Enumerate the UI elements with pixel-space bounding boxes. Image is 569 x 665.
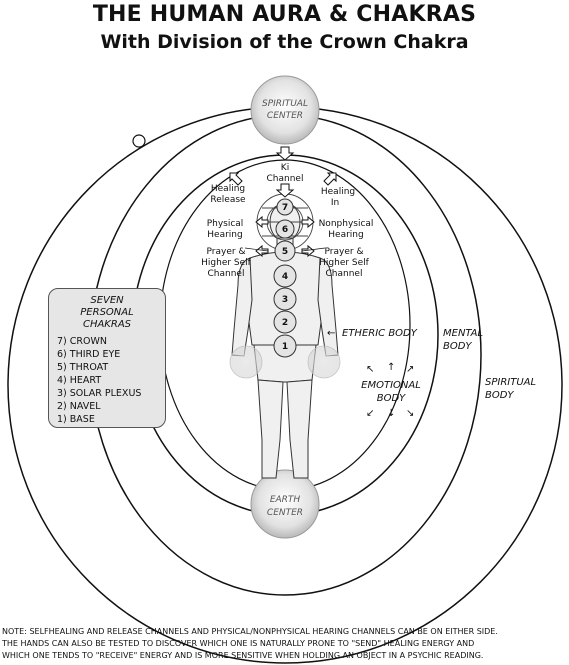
legend-item: 4) HEART — [57, 375, 102, 386]
physical-hearing-label-1: Physical — [207, 219, 244, 229]
footnote-line-3: WHICH ONE TENDS TO "RECEIVE" ENERGY AND … — [2, 651, 484, 660]
legend-title-line-1: SEVEN — [90, 295, 124, 306]
chakra-number-2: 2 — [282, 318, 288, 328]
mental-body-label-1: MENTAL — [443, 328, 483, 339]
emotional-body-label-1: EMOTIONAL — [361, 380, 421, 391]
prayer-right-label-3: Channel — [326, 269, 363, 279]
ki-channel-arrows — [275, 146, 295, 198]
prayer-left-label-3: Channel — [208, 269, 245, 279]
chakra-number-6: 6 — [282, 225, 288, 235]
prayer-right-arrow-icon — [301, 244, 315, 258]
svg-text:↓: ↓ — [387, 408, 395, 419]
channel-pointer-lines — [244, 247, 326, 252]
prayer-right-label-1: Prayer & — [325, 247, 364, 257]
etheric-arrow-icon: ← — [327, 328, 335, 339]
healing-in-label-1: Healing — [321, 187, 355, 197]
spiritual-center-label-1: SPIRITUAL — [262, 99, 308, 109]
prayer-left-label-2: Higher Self — [201, 258, 252, 268]
healing-in-label-2: In — [331, 198, 339, 208]
ki-channel-label-1: Ki — [281, 163, 289, 173]
spiritual-body-label-1: SPIRITUAL — [485, 377, 536, 388]
svg-text:↘: ↘ — [406, 408, 414, 419]
ki-channel-label-2: Channel — [267, 174, 304, 184]
earth-center-label-2: CENTER — [267, 508, 303, 518]
chakra-number-7: 7 — [282, 203, 288, 213]
svg-text:↙: ↙ — [366, 408, 374, 419]
legend-item: 2) NAVEL — [57, 401, 101, 412]
nonphysical-hearing-label-2: Hearing — [328, 230, 363, 240]
earth-center-label-1: EARTH — [270, 495, 301, 505]
right-hand-glow — [307, 345, 341, 379]
page-subtitle: With Division of the Crown Chakra — [100, 31, 469, 53]
legend-item: 3) SOLAR PLEXUS — [57, 388, 142, 399]
page-title: THE HUMAN AURA & CHAKRAS — [92, 2, 477, 27]
legend-item: 7) CROWN — [57, 336, 107, 347]
footnote: NOTE: SELFHEALING AND RELEASE CHANNELS A… — [2, 626, 569, 662]
earth-center-sphere — [250, 469, 320, 539]
spiritual-center-sphere — [250, 75, 320, 145]
legend-title-line-2: PERSONAL CHAKRAS — [80, 307, 134, 330]
footnote-line-2: THE HANDS CAN ALSO BE TESTED TO DISCOVER… — [2, 639, 475, 648]
svg-text:↖: ↖ — [366, 364, 374, 375]
physical-hearing-label-2: Hearing — [207, 230, 242, 240]
chakra-number-3: 3 — [282, 295, 288, 305]
svg-text:↑: ↑ — [387, 362, 395, 373]
svg-text:↗: ↗ — [406, 364, 414, 375]
nonphysical-hearing-label-1: Nonphysical — [319, 219, 374, 229]
legend-item: 1) BASE — [57, 414, 95, 425]
nonphysical-hearing-arrow-icon — [301, 215, 315, 229]
etheric-body-label: ETHERIC BODY — [342, 328, 418, 339]
healing-in-arrow-icon — [323, 172, 337, 186]
left-hand-glow — [229, 345, 263, 379]
prayer-right-label-2: Higher Self — [319, 258, 370, 268]
chakra-number-1: 1 — [282, 342, 288, 352]
legend-list: 7) CROWN 6) THIRD EYE 5) THROAT 4) HEART… — [57, 335, 157, 426]
spiritual-center-label-2: CENTER — [267, 111, 303, 121]
healing-release-label-2: Release — [210, 195, 246, 205]
legend-item: 6) THIRD EYE — [57, 349, 121, 360]
emotional-body-label-2: BODY — [377, 393, 406, 404]
prayer-left-label-1: Prayer & — [207, 247, 246, 257]
prayer-left-arrow-icon — [255, 244, 269, 258]
legend-item: 5) THROAT — [57, 362, 109, 373]
healing-release-label-1: Healing — [211, 184, 245, 194]
healing-release-arrow-icon — [229, 172, 243, 186]
emotional-arrows-icon: ↖ ↑ ↗ ↙ ↓ ↘ — [366, 362, 414, 419]
physical-hearing-arrow-icon — [255, 215, 269, 229]
spiritual-body-label-2: BODY — [485, 390, 514, 401]
mental-body-label-2: BODY — [443, 341, 472, 352]
footnote-line-1: NOTE: SELFHEALING AND RELEASE CHANNELS A… — [2, 627, 498, 636]
chakra-number-4: 4 — [282, 272, 288, 282]
small-circle — [132, 134, 146, 148]
chakra-number-5: 5 — [282, 247, 288, 257]
chakra-legend: SEVEN PERSONAL CHAKRAS 7) CROWN 6) THIRD… — [48, 288, 166, 428]
chakra-circles — [273, 198, 297, 358]
legend-title: SEVEN PERSONAL CHAKRAS — [57, 295, 157, 331]
